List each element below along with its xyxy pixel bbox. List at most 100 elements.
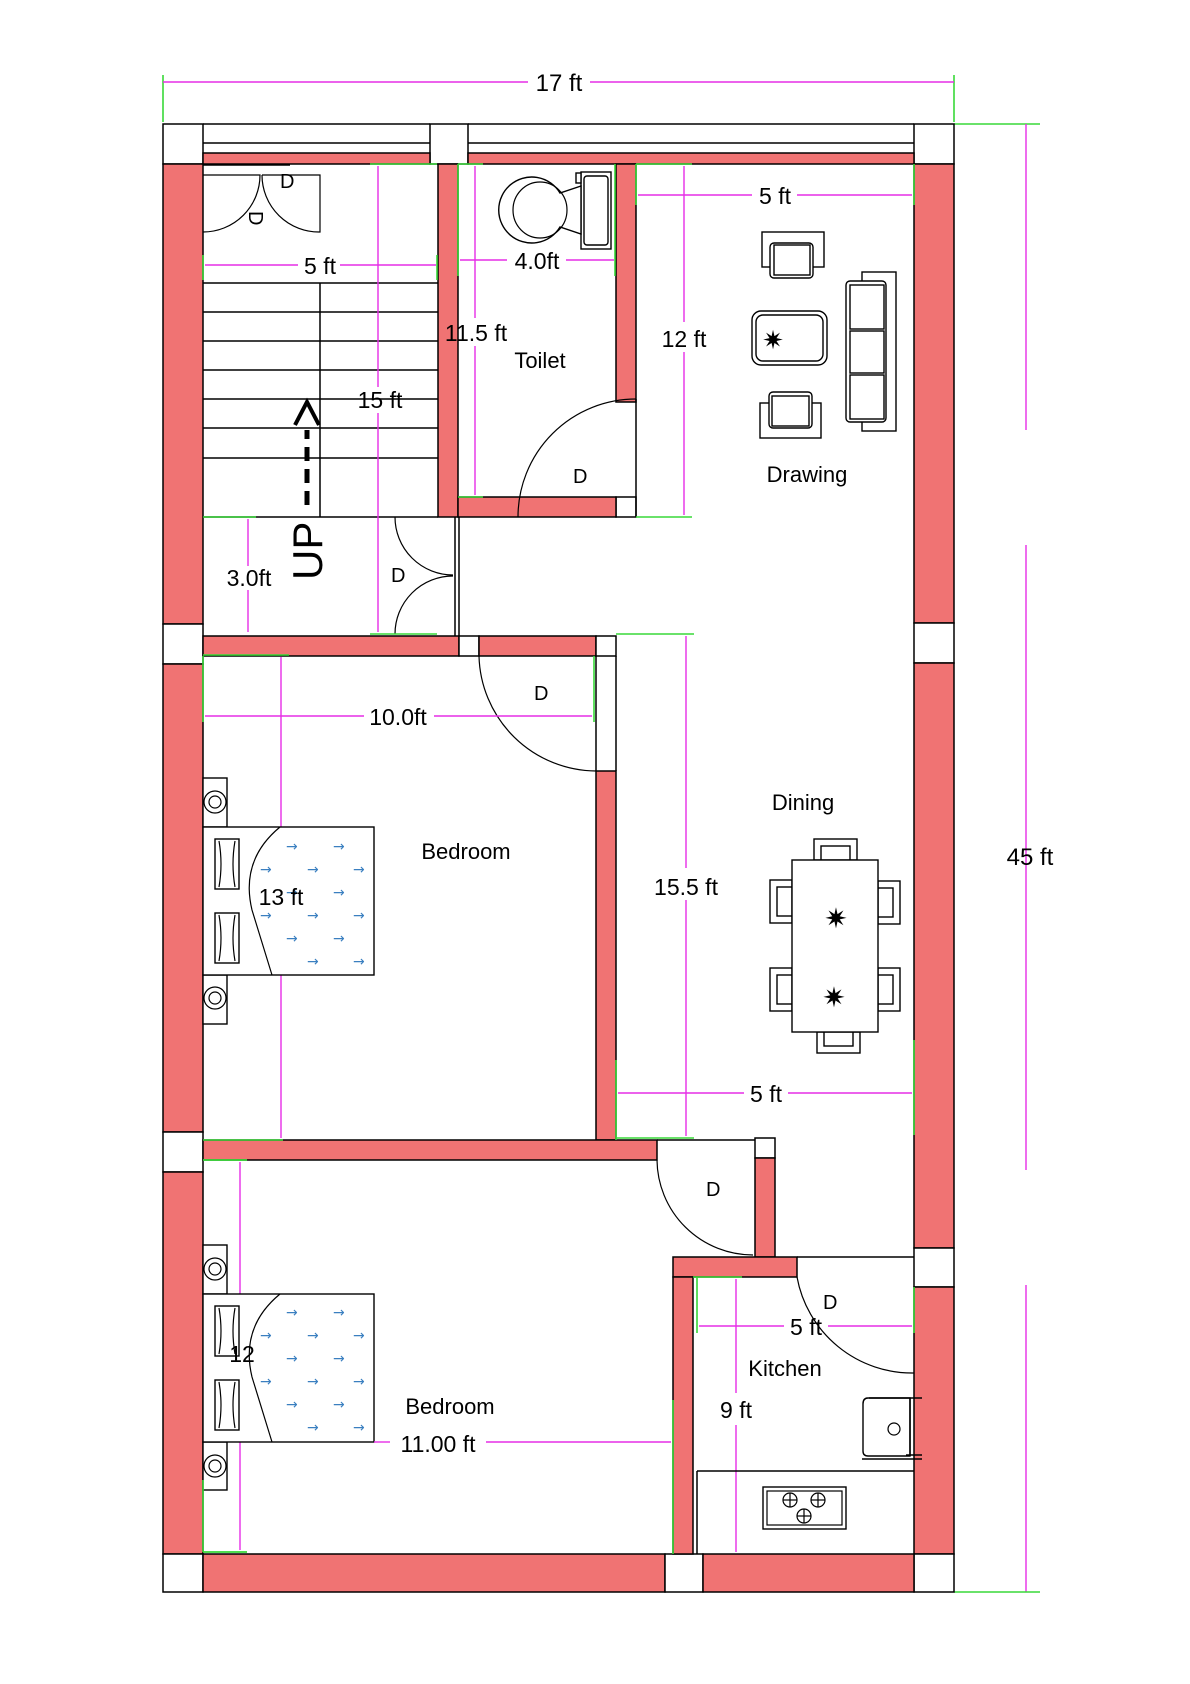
nightstand-icon bbox=[202, 777, 228, 1025]
svg-text:→: → bbox=[307, 954, 319, 970]
drawing-room: 5 ft 12 ft ✷ bbox=[635, 163, 915, 518]
dining-width-dimension: 5 ft bbox=[615, 1040, 915, 1140]
svg-text:→: → bbox=[307, 908, 319, 924]
exterior-walls bbox=[162, 123, 955, 1593]
svg-text:15 ft: 15 ft bbox=[358, 387, 403, 413]
stair-door-label-a: D bbox=[280, 171, 294, 193]
toilet-width-dimension: 4.0ft bbox=[457, 164, 616, 276]
staircase: UP D D D 5 ft 15 ft bbox=[202, 163, 454, 635]
svg-text:→: → bbox=[307, 1328, 319, 1344]
kitchen: D 5 ft Kitchen 9 ft bbox=[693, 1256, 922, 1554]
svg-text:→: → bbox=[333, 839, 345, 855]
svg-text:→: → bbox=[333, 1397, 345, 1413]
svg-text:10.0ft: 10.0ft bbox=[369, 704, 427, 730]
svg-text:→: → bbox=[333, 885, 345, 901]
extension-ticks bbox=[202, 1139, 283, 1553]
svg-text:→: → bbox=[307, 862, 319, 878]
landing-dimension: 3.0ft bbox=[203, 516, 272, 632]
svg-text:→: → bbox=[353, 908, 365, 924]
svg-text:→: → bbox=[286, 885, 298, 901]
overall-width-label: 17 ft bbox=[536, 70, 583, 97]
bedroom1-door-label: D bbox=[534, 683, 548, 705]
nightstand-icon bbox=[202, 1244, 228, 1491]
bed-icon: →→ →→→ →→ →→→ →→ →→ bbox=[202, 826, 375, 976]
svg-text:→: → bbox=[307, 1374, 319, 1390]
kitchen-door-label: D bbox=[823, 1292, 837, 1314]
coffee-table-icon: ✷ bbox=[751, 310, 828, 366]
armchair-icon bbox=[759, 391, 822, 439]
up-label: UP bbox=[284, 522, 331, 580]
svg-text:→: → bbox=[260, 1328, 272, 1344]
svg-text:5 ft: 5 ft bbox=[304, 253, 337, 279]
bedroom1-label: Bedroom bbox=[421, 839, 510, 864]
plant-icon: ✷ bbox=[824, 903, 847, 934]
overall-depth-label: 45 ft bbox=[1007, 844, 1054, 871]
stair-door-label-c: D bbox=[391, 565, 405, 587]
svg-text:5 ft: 5 ft bbox=[750, 1081, 783, 1107]
svg-text:→: → bbox=[260, 862, 272, 878]
dining-label: Dining bbox=[772, 790, 834, 815]
toilet-label: Toilet bbox=[514, 348, 565, 373]
stair-door-label-b: D bbox=[244, 211, 266, 225]
door-swing-icon: D bbox=[478, 655, 617, 772]
svg-text:→: → bbox=[333, 1351, 345, 1367]
svg-text:4.0ft: 4.0ft bbox=[515, 248, 560, 274]
pillow-icon bbox=[214, 1379, 240, 1431]
toilet-length-dimension: 11.5 ft bbox=[445, 163, 508, 498]
bedroom2-door-label: D bbox=[706, 1179, 720, 1201]
door-swing-icon: D bbox=[517, 398, 637, 518]
svg-text:→: → bbox=[260, 1374, 272, 1390]
sink-icon bbox=[862, 1397, 922, 1460]
bedroom2-label: Bedroom bbox=[405, 1394, 494, 1419]
svg-text:5 ft: 5 ft bbox=[759, 183, 792, 209]
counter-icon bbox=[696, 1470, 914, 1554]
svg-text:→: → bbox=[286, 931, 298, 947]
armchair-icon bbox=[761, 231, 825, 279]
svg-text:15.5 ft: 15.5 ft bbox=[654, 874, 719, 900]
door-swing-icon: D bbox=[656, 1139, 755, 1256]
sofa-icon bbox=[845, 271, 897, 432]
toilet-room: 4.0ft 11.5 ft Toilet D bbox=[445, 163, 637, 518]
svg-text:→: → bbox=[286, 1397, 298, 1413]
dining-room: 15.5 ft 5 ft Dining ✷ ✷ bbox=[615, 633, 915, 1140]
overall-depth-dimension: 45 ft bbox=[954, 123, 1054, 1593]
pillow-icon bbox=[214, 912, 240, 964]
svg-text:3.0ft: 3.0ft bbox=[227, 565, 272, 591]
stairs-icon bbox=[203, 282, 438, 518]
kitchen-width-dimension: 5 ft bbox=[693, 1276, 915, 1340]
drawing-length-dimension: 12 ft bbox=[636, 163, 707, 518]
kitchen-label: Kitchen bbox=[748, 1356, 821, 1381]
up-arrow-icon: UP bbox=[284, 397, 331, 580]
door-swing-icon: D bbox=[796, 1256, 915, 1374]
drawing-width-dimension: 5 ft bbox=[635, 164, 915, 209]
svg-text:11.00 ft: 11.00 ft bbox=[400, 1431, 476, 1457]
stair-width-dimension: 5 ft bbox=[202, 253, 438, 280]
toilet-door-label: D bbox=[573, 466, 587, 488]
svg-text:11.5 ft: 11.5 ft bbox=[445, 320, 508, 346]
dining-table-icon: ✷ ✷ bbox=[769, 838, 901, 1054]
bedroom1-width-dimension: 10.0ft bbox=[202, 654, 595, 730]
pillow-icon bbox=[214, 838, 240, 890]
plant-icon: ✷ bbox=[822, 982, 845, 1013]
dining-length-dimension: 15.5 ft bbox=[616, 633, 719, 1139]
toilet-icon bbox=[498, 171, 612, 250]
bedroom2-width-dimension: 11.00 ft bbox=[374, 1400, 674, 1554]
svg-text:9 ft: 9 ft bbox=[720, 1397, 753, 1423]
svg-text:→: → bbox=[260, 908, 272, 924]
svg-text:→: → bbox=[286, 839, 298, 855]
bedroom1-length-label: 13 ft bbox=[259, 884, 304, 910]
stair-length-dimension: 15 ft bbox=[358, 163, 437, 635]
bedroom-2: D →→ →→→ →→ →→→ →→ →→ 12 bbox=[202, 1139, 755, 1554]
svg-text:→: → bbox=[353, 1328, 365, 1344]
svg-text:→: → bbox=[353, 862, 365, 878]
svg-text:→: → bbox=[286, 1305, 298, 1321]
kitchen-length-dimension: 9 ft bbox=[720, 1279, 753, 1552]
svg-text:12 ft: 12 ft bbox=[662, 326, 707, 352]
door-swing-icon: D bbox=[391, 516, 454, 635]
svg-text:→: → bbox=[333, 931, 345, 947]
svg-text:→: → bbox=[307, 1420, 319, 1436]
overall-width-dimension: 17 ft bbox=[162, 70, 955, 122]
pillow-icon bbox=[214, 1305, 240, 1357]
svg-text:→: → bbox=[353, 1374, 365, 1390]
